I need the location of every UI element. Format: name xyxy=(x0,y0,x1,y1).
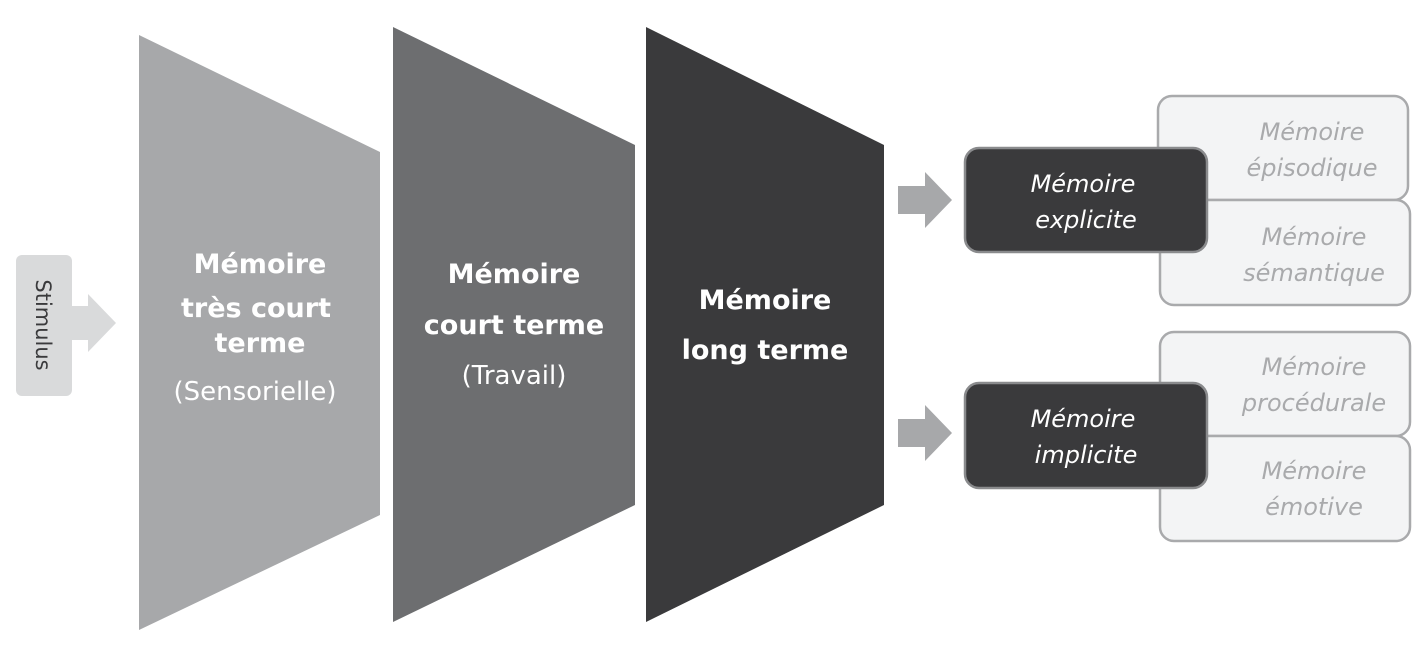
stage-subtitle: (Sensorielle) xyxy=(173,377,336,407)
stage-sensory-memory: Mémoire très court terme (Sensorielle) xyxy=(139,35,380,630)
stage-short-term-memory: Mémoire court terme (Travail) xyxy=(393,27,635,622)
node-label: explicite xyxy=(1035,206,1137,234)
node-label: procédurale xyxy=(1241,389,1386,417)
stage-title-line: très court xyxy=(181,293,331,324)
node-label: sémantique xyxy=(1243,259,1385,287)
node-procedural-memory: Mémoire procédurale xyxy=(1158,330,1412,438)
stage-title-line: Mémoire xyxy=(699,285,832,316)
stage-title-line: long terme xyxy=(682,335,849,366)
node-label: Mémoire xyxy=(1262,223,1367,251)
node-emotive-memory: Mémoire émotive xyxy=(1158,434,1412,543)
arrow-right-icon xyxy=(898,405,952,461)
arrow-right-icon xyxy=(72,294,116,352)
stage-subtitle: (Travail) xyxy=(462,361,567,391)
node-semantic-memory: Mémoire sémantique xyxy=(1158,198,1412,307)
node-implicit-memory: Mémoire implicite xyxy=(963,381,1209,490)
node-label: Mémoire xyxy=(1260,118,1365,146)
node-label: Mémoire xyxy=(1262,457,1367,485)
node-label: épisodique xyxy=(1247,154,1378,182)
arrow-right-icon xyxy=(898,172,952,228)
stage-title-line: terme xyxy=(215,328,306,359)
stage-title-line: Mémoire xyxy=(194,249,327,280)
node-label: Mémoire xyxy=(1262,353,1367,381)
node-label: implicite xyxy=(1035,441,1138,469)
node-label: Mémoire xyxy=(1031,405,1136,433)
node-label: émotive xyxy=(1265,493,1363,521)
stimulus-node: Stimulus xyxy=(16,255,116,396)
node-label: Mémoire xyxy=(1031,170,1136,198)
stimulus-label: Stimulus xyxy=(31,279,55,370)
node-explicit-memory: Mémoire explicite xyxy=(963,146,1209,254)
stage-title-line: Mémoire xyxy=(448,259,581,290)
node-episodic-memory: Mémoire épisodique xyxy=(1156,94,1410,202)
stage-long-term-memory: Mémoire long terme xyxy=(646,27,884,622)
stage-title-line: court terme xyxy=(424,310,604,341)
